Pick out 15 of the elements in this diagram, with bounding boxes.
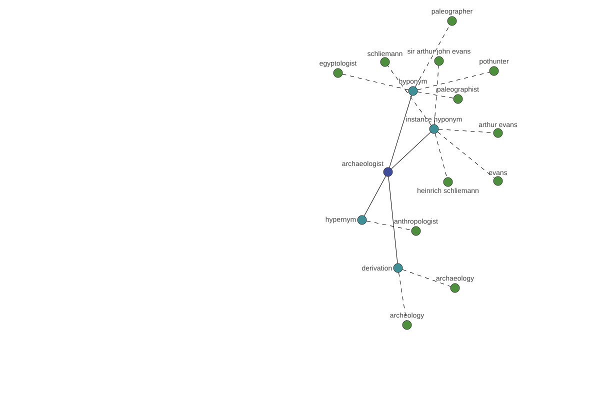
dashed-link xyxy=(415,24,450,88)
dashed-link xyxy=(437,132,495,178)
dashed-link xyxy=(398,272,407,321)
dashed-link xyxy=(434,65,439,125)
dashed-link xyxy=(434,133,448,178)
dashed-link xyxy=(402,269,451,287)
link-line xyxy=(388,176,398,264)
link-line xyxy=(389,95,412,168)
dashed-link xyxy=(388,66,432,126)
dashed-link xyxy=(366,220,412,230)
link-line xyxy=(364,176,386,216)
link-line xyxy=(391,132,431,170)
dashed-link xyxy=(417,92,454,98)
dashed-link xyxy=(417,72,490,90)
dashed-link xyxy=(342,74,409,90)
